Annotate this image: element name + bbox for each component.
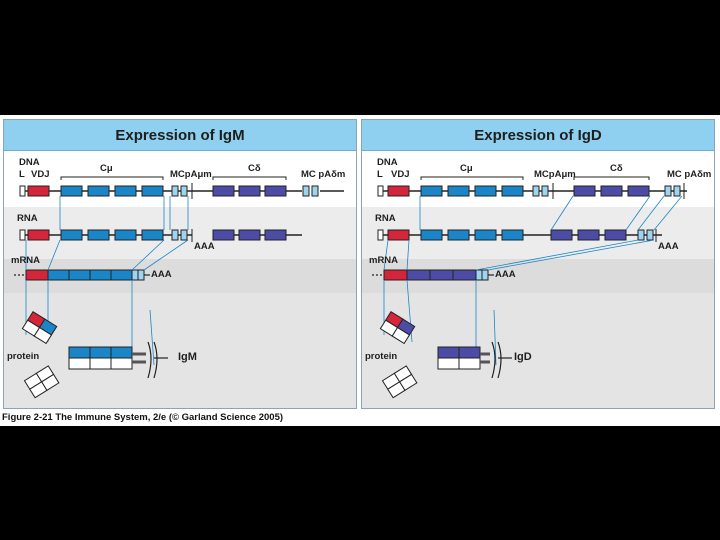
l-label: L [377, 170, 383, 180]
mrna-polya-label: AAA [151, 270, 172, 280]
igd-protein [380, 312, 512, 398]
isotype-label: IgD [514, 352, 532, 362]
rna-polya-label: AAA [194, 242, 215, 252]
l-label: L [19, 170, 25, 180]
mc-pa-delta-label: MC pAδm [667, 170, 711, 180]
vdj-label: VDJ [31, 170, 49, 180]
protein-label: protein [7, 352, 39, 362]
splicing-guides [384, 240, 654, 270]
membrane-exon [181, 186, 187, 196]
c-mu-exon [88, 186, 109, 196]
igm-protein [22, 312, 168, 398]
igd-diagram [362, 120, 714, 408]
c-mu-label: Cμ [100, 164, 113, 174]
c-mu-label: Cμ [460, 164, 473, 174]
mrna-label: mRNA [11, 256, 40, 266]
c-delta-label: Cδ [248, 164, 261, 174]
rna-label: RNA [17, 214, 38, 224]
membrane-exon [312, 186, 318, 196]
c-delta-exon [213, 186, 234, 196]
cell-membrane [492, 342, 495, 378]
panel-igd: Expression of IgD [361, 119, 715, 409]
c-delta-exon [239, 186, 260, 196]
c-mu-exon [61, 186, 82, 196]
vdj-exon [28, 186, 49, 196]
dna-label: DNA [377, 158, 398, 168]
dna-label: DNA [19, 158, 40, 168]
membrane-exon [172, 186, 178, 196]
leader-exon [20, 186, 25, 196]
figure-caption: Figure 2-21 The Immune System, 2/e (© Ga… [2, 412, 283, 423]
splicing-guides [26, 240, 188, 270]
mrna-polya-label: AAA [495, 270, 516, 280]
mrna-vdj [26, 270, 48, 280]
figure: Expression of IgM [0, 115, 720, 426]
igm-diagram [4, 120, 356, 408]
rna-polya-label: AAA [658, 242, 679, 252]
isotype-label: IgM [178, 352, 197, 362]
mc-pa-delta-label: MC pAδm [301, 170, 345, 180]
c-delta-label: Cδ [610, 164, 623, 174]
membrane-exon [303, 186, 309, 196]
rna-label: RNA [375, 214, 396, 224]
mrna-label: mRNA [369, 256, 398, 266]
c-delta-bracket [213, 177, 286, 180]
c-mu-exon [115, 186, 136, 196]
c-mu-bracket [61, 177, 163, 180]
c-mu-exon [142, 186, 163, 196]
mc-pa-mu-label: MCpAμm [170, 170, 212, 180]
protein-label: protein [365, 352, 397, 362]
cell-membrane [148, 342, 151, 378]
panel-igm: Expression of IgM [3, 119, 357, 409]
vdj-label: VDJ [391, 170, 409, 180]
c-delta-exon [265, 186, 286, 196]
mc-pa-mu-label: MCpAμm [534, 170, 576, 180]
transcription-guides [420, 196, 682, 230]
transcription-guides [60, 196, 188, 230]
